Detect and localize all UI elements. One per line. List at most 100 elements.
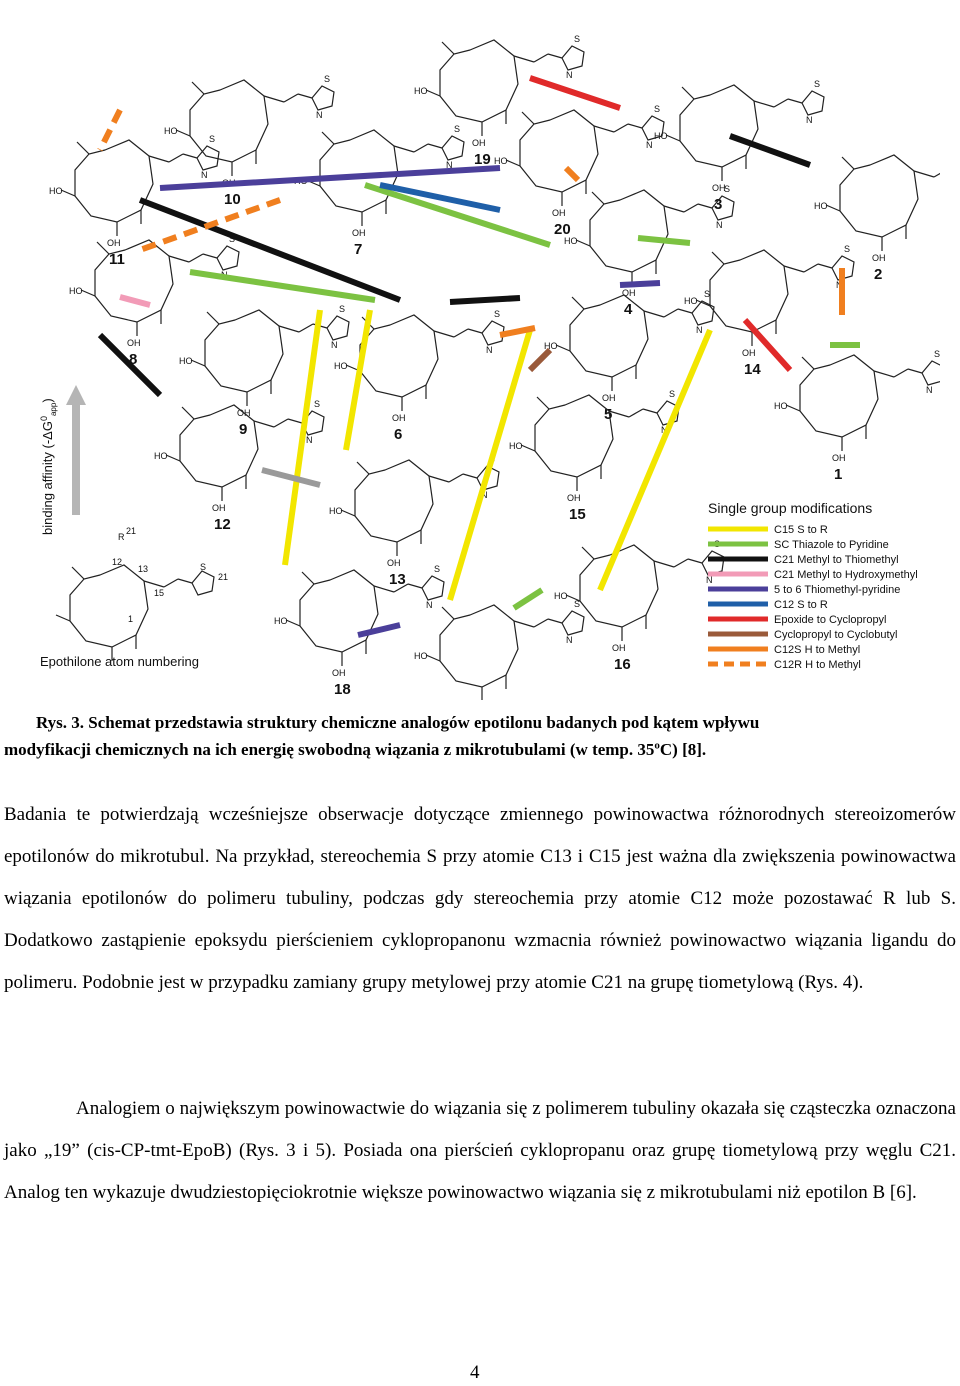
molecule-number: 8 — [129, 351, 137, 368]
atom-label: S — [209, 134, 215, 144]
atom-label: N — [566, 635, 573, 645]
atom-label: N — [201, 170, 208, 180]
atom-label: HO — [154, 451, 168, 461]
molecule-number: 2 — [874, 266, 882, 283]
atom-label: S — [654, 104, 660, 114]
arrow-thiomethyl — [728, 133, 812, 168]
molecule-number: 9 — [239, 421, 247, 438]
arrow-thiazole-to-pyridine — [364, 182, 551, 248]
atom-label: OH — [622, 288, 636, 298]
atom-label: HO — [814, 201, 828, 211]
atom-label: N — [481, 490, 488, 500]
molecule-number: 10 — [224, 191, 241, 208]
atom-label: N — [446, 160, 453, 170]
atom-label: N — [486, 345, 493, 355]
legend-item-label: Cyclopropyl to Cyclobutyl — [774, 629, 898, 641]
legend-item-label: C21 Methyl to Hydroxymethyl — [774, 569, 918, 581]
atom-label: S — [704, 289, 710, 299]
atom-label: HO — [274, 616, 288, 626]
numbering-mark: 21 — [126, 526, 136, 536]
caption-line-2: modyfikacji chemicznych na ich energię s… — [4, 739, 707, 759]
atom-label: HO — [494, 156, 508, 166]
atom-label: HO — [49, 186, 63, 196]
arrow-c12r-h-to-methyl — [138, 197, 282, 253]
molecule-15 — [520, 394, 680, 492]
atom-label: N — [331, 340, 338, 350]
atom-label: OH — [127, 338, 141, 348]
numbering-mark: 21 — [218, 572, 228, 582]
numbering-mark: S — [200, 562, 206, 572]
atom-label: OH — [212, 503, 226, 513]
atom-label: N — [316, 110, 323, 120]
body-paragraph-2: Analogiem o największym powinowactwie do… — [4, 1098, 956, 1203]
atom-label: N — [716, 220, 723, 230]
atom-label: HO — [414, 651, 428, 661]
molecule-14 — [695, 249, 855, 347]
body-paragraph-1: Badania te potwierdzają wcześniejsze obs… — [4, 804, 956, 993]
atom-label: OH — [602, 393, 616, 403]
atom-label: OH — [712, 183, 726, 193]
arrow-epoxide-to-cyclopropyl — [529, 75, 621, 111]
atom-label: OH — [352, 228, 366, 238]
axis-label: binding affinity (-ΔG0app) — [39, 398, 58, 535]
legend-item-label: C12R H to Methyl — [774, 659, 861, 671]
arrow-thiomethyl-pyridine — [619, 280, 661, 288]
legend-item-label: SC Thiazole to Pyridine — [774, 539, 889, 551]
atom-label: HO — [774, 401, 788, 411]
atom-label: OH — [742, 348, 756, 358]
atom-label: S — [339, 304, 345, 314]
numbering-mark: 1 — [128, 614, 133, 624]
molecule-number: 3 — [714, 196, 722, 213]
molecule-number: 7 — [354, 241, 362, 258]
atom-label: S — [934, 349, 940, 359]
atom-label: S — [324, 74, 330, 84]
arrow-c15-s-to-r — [447, 329, 533, 601]
molecule-8 — [80, 239, 240, 337]
binding-affinity-axis: binding affinity (-ΔG0app) — [39, 385, 86, 535]
molecule-number: 11 — [109, 251, 125, 268]
arrow-c12r-h-to-methyl — [97, 108, 123, 152]
arrow-c12-s-to-r — [379, 182, 501, 213]
molecule-number: 16 — [614, 656, 631, 673]
molecule-10 — [175, 79, 335, 177]
legend-item-label: C15 S to R — [774, 524, 828, 536]
atom-label: N — [646, 140, 653, 150]
numbering-mark: 12 — [112, 557, 122, 567]
legend-item-label: C21 Methyl to Thiomethyl — [774, 554, 899, 566]
molecule-3 — [665, 84, 825, 182]
atom-label: S — [574, 599, 580, 609]
atom-label: OH — [332, 668, 346, 678]
epothilone-analogs-figure: binding affinity (-ΔG0app) HOOHNS19HOOHN… — [39, 34, 940, 700]
molecule-1 — [785, 354, 940, 452]
numbering-mark: 13 — [138, 564, 148, 574]
atom-label: OH — [612, 643, 626, 653]
arrow-cyclopropyl-to-cyclobutyl — [527, 347, 553, 373]
atom-label: OH — [552, 208, 566, 218]
arrow-c15-s-to-r — [597, 328, 713, 592]
caption-line-1: Rys. 3. Schemat przedstawia struktury ch… — [36, 713, 760, 732]
atom-label: OH — [387, 558, 401, 568]
molecule-number: 20 — [554, 221, 571, 238]
numbering-mark: 15 — [154, 588, 164, 598]
atom-label: HO — [509, 441, 523, 451]
arrow-thiazole-to-pyridine — [637, 235, 691, 246]
atom-label: HO — [329, 506, 343, 516]
atom-label: N — [426, 600, 433, 610]
molecule-number: 14 — [744, 361, 761, 378]
molecule-number: 19 — [474, 151, 491, 168]
arrow-thiomethyl — [138, 197, 402, 303]
atom-label: S — [494, 309, 500, 319]
atom-label: N — [566, 70, 573, 80]
arrow-binding-gray — [261, 467, 321, 488]
atom-label: OH — [472, 138, 486, 148]
molecule-number: 1 — [834, 466, 842, 483]
atom-label: HO — [684, 296, 698, 306]
molecule-number: 6 — [394, 426, 402, 443]
molecule-9 — [190, 309, 350, 407]
molecule-16 — [565, 544, 725, 642]
atom-label: S — [844, 244, 850, 254]
atom-label: HO — [554, 591, 568, 601]
arrow-thiazole-to-pyridine — [189, 269, 376, 303]
modification-arrows — [97, 75, 860, 638]
atom-label: HO — [69, 286, 83, 296]
